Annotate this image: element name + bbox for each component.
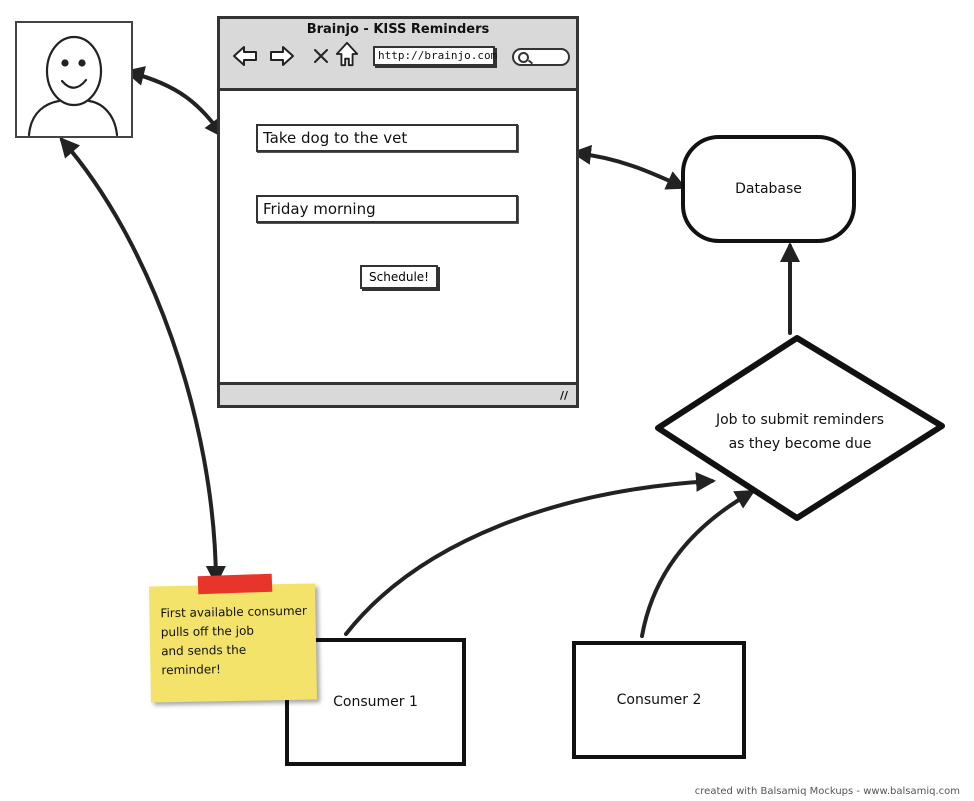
job-node-label: Job to submit reminders as they become d… bbox=[680, 408, 920, 456]
job-label-line2: as they become due bbox=[728, 436, 872, 452]
note-line: reminder! bbox=[161, 662, 222, 678]
consumer-1-label: Consumer 1 bbox=[333, 694, 418, 710]
forward-arrow-icon[interactable] bbox=[269, 43, 295, 69]
footer-credit: created with Balsamiq Mockups - www.bals… bbox=[694, 786, 960, 797]
arrow-consumer2-job bbox=[640, 490, 756, 638]
resize-grip-icon[interactable]: // bbox=[559, 389, 568, 402]
browser-window: Brainjo - KISS Reminders http://brainjo.… bbox=[217, 16, 579, 408]
search-icon bbox=[518, 52, 529, 63]
browser-statusbar: // bbox=[220, 382, 576, 405]
job-diamond bbox=[655, 335, 945, 521]
sticky-tape bbox=[197, 573, 273, 595]
browser-titlebar: Brainjo - KISS Reminders http://brainjo.… bbox=[220, 19, 576, 91]
home-icon[interactable] bbox=[334, 41, 360, 67]
database-label: Database bbox=[735, 181, 802, 197]
back-arrow-icon[interactable] bbox=[232, 43, 258, 69]
schedule-button[interactable]: Schedule! bbox=[360, 265, 438, 289]
job-label-line1: Job to submit reminders bbox=[715, 412, 885, 428]
user-icon bbox=[27, 35, 119, 137]
database-node: Database bbox=[681, 135, 856, 243]
arrow-user-note bbox=[59, 136, 226, 586]
reminder-text-input[interactable]: Take dog to the vet bbox=[256, 124, 518, 152]
browser-title: Brainjo - KISS Reminders bbox=[306, 22, 490, 37]
consumer-2-label: Consumer 2 bbox=[616, 692, 702, 708]
arrow-consumer1-job bbox=[344, 471, 716, 636]
reminder-time-input[interactable]: Friday morning bbox=[256, 195, 518, 223]
user-avatar bbox=[15, 21, 133, 138]
url-bar[interactable]: http://brainjo.com bbox=[373, 46, 497, 66]
note-line: pulls off the job bbox=[160, 623, 255, 640]
sticky-note: First available consumer pulls off the j… bbox=[149, 583, 317, 703]
arrow-browser-database bbox=[571, 144, 687, 190]
browser-search-field[interactable] bbox=[512, 48, 570, 66]
note-line: and sends the bbox=[161, 642, 247, 659]
close-icon[interactable] bbox=[308, 43, 334, 69]
note-line: First available consumer bbox=[160, 603, 308, 621]
arrow-user-browser bbox=[124, 66, 225, 139]
consumer-2-node: Consumer 2 bbox=[572, 641, 746, 759]
